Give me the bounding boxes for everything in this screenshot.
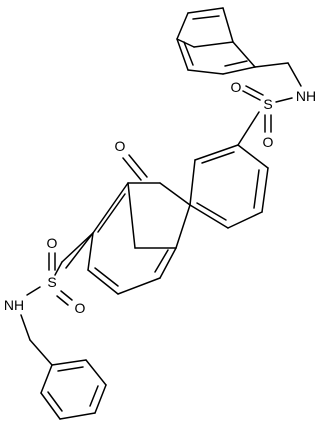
bond <box>287 62 302 87</box>
lower-sulfur-label: S <box>47 274 56 290</box>
lower-sulfonyl-oxygen-label: O <box>47 235 58 251</box>
bond <box>261 167 269 213</box>
bond <box>187 69 224 75</box>
bond <box>222 66 256 75</box>
bond <box>222 7 234 43</box>
bond <box>176 38 195 48</box>
bond <box>26 286 41 296</box>
bond <box>194 144 239 161</box>
bond <box>196 202 227 221</box>
bond <box>127 182 136 249</box>
bond <box>187 7 224 14</box>
bond <box>29 339 53 366</box>
bond <box>192 15 220 20</box>
lower-sulfonyl-oxygen-label: O <box>75 300 86 316</box>
bond <box>94 267 119 287</box>
bond <box>176 38 189 71</box>
bond <box>128 154 148 178</box>
lower-amine-label: NH <box>4 297 24 313</box>
bond <box>193 41 234 48</box>
bond <box>224 60 248 67</box>
bond <box>57 366 84 372</box>
fluorenone-core <box>87 144 269 295</box>
bond <box>189 204 229 229</box>
bond <box>245 85 264 96</box>
bond <box>51 359 87 366</box>
bond <box>237 111 260 146</box>
lower-sulfonamide <box>20 232 107 420</box>
bond <box>232 41 256 68</box>
bond <box>65 232 94 269</box>
bond <box>54 261 63 276</box>
bond <box>253 169 260 209</box>
bond <box>47 391 63 412</box>
upper-sulfur-label: S <box>263 96 272 112</box>
bond <box>20 314 31 341</box>
bond <box>159 247 177 279</box>
bond <box>176 12 189 40</box>
bond <box>87 232 94 271</box>
bond <box>85 359 107 386</box>
bond <box>275 97 293 103</box>
bond <box>60 290 73 301</box>
bond <box>201 151 235 164</box>
bond <box>159 182 191 206</box>
upper-sulfonyl-oxygen-label: O <box>263 134 274 150</box>
bond <box>183 41 194 66</box>
bond <box>175 204 191 249</box>
bond <box>189 159 196 206</box>
bond <box>117 277 161 295</box>
bond <box>89 385 99 407</box>
bond <box>92 182 129 234</box>
bond <box>40 364 53 394</box>
ketone-oxygen-label: O <box>115 138 126 154</box>
bond <box>94 384 107 414</box>
bond <box>122 157 142 181</box>
bond <box>254 62 289 68</box>
bond <box>40 392 61 420</box>
bond <box>59 412 96 420</box>
bond <box>87 269 119 295</box>
upper-sulfonyl-oxygen-label: O <box>231 79 242 95</box>
bond <box>154 249 169 273</box>
bond <box>61 232 94 263</box>
bond <box>237 144 269 169</box>
bond <box>227 211 263 229</box>
bond <box>242 90 261 101</box>
bond <box>97 193 126 233</box>
upper-sulfonamide <box>176 7 302 146</box>
upper-amine-label: NH <box>296 88 316 104</box>
bond <box>56 295 69 306</box>
